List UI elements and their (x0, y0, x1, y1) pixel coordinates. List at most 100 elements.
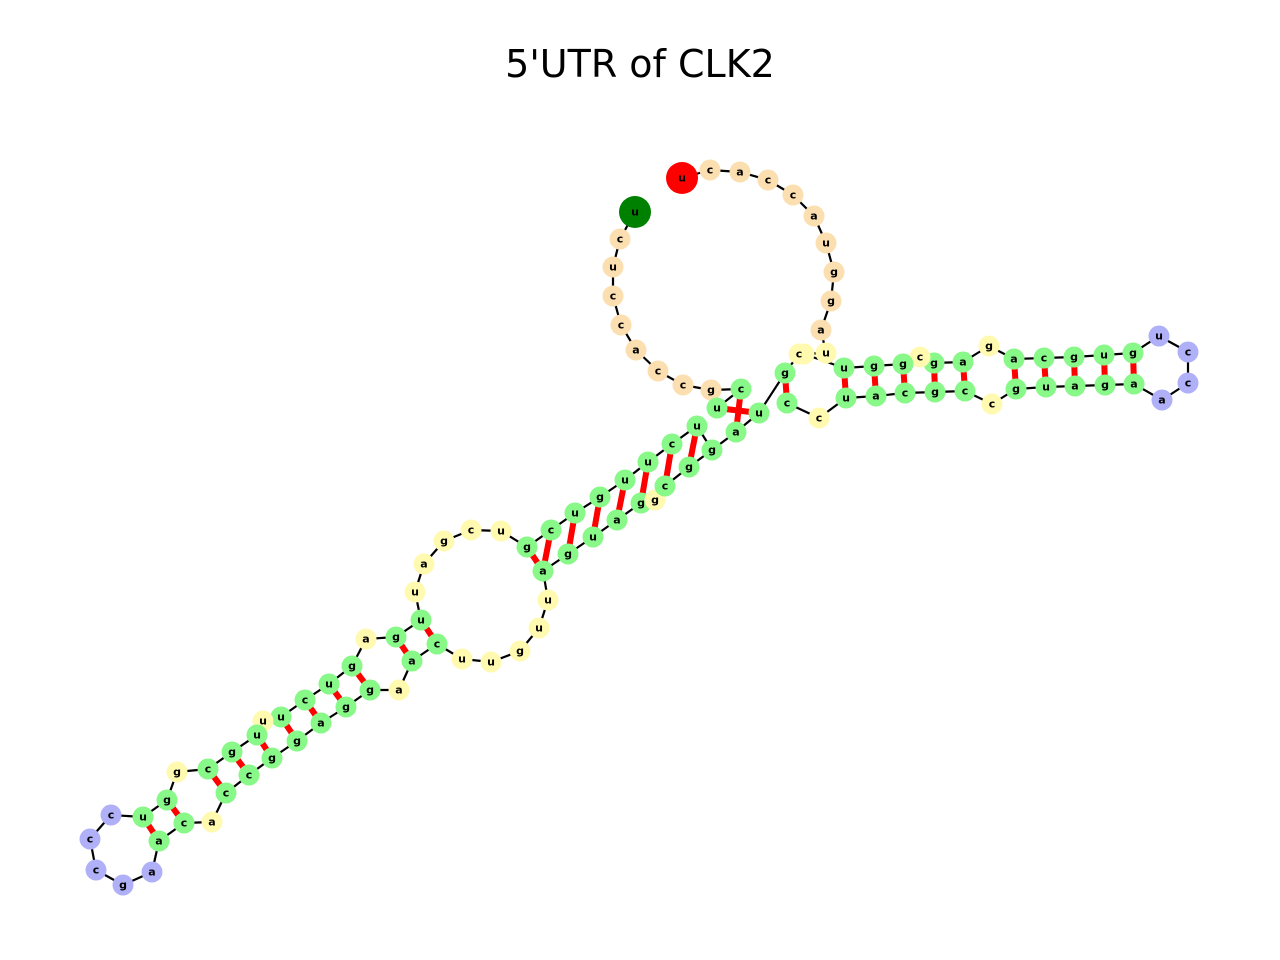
nucleotide-letter: g (119, 879, 127, 892)
nucleotide-letter: g (342, 701, 350, 714)
nucleotide-g: g (261, 747, 283, 769)
nucleotide-c: c (602, 285, 624, 307)
nucleotide-u: u (132, 806, 154, 828)
nucleotide-letter: u (842, 392, 850, 405)
nucleotide-g: g (221, 741, 243, 763)
nucleotide-letter: a (148, 866, 155, 879)
nucleotide-marker (341, 655, 363, 677)
nucleotide-marker (1064, 375, 1086, 397)
nucleotide-a: a (1064, 375, 1086, 397)
nucleotide-letter: a (736, 166, 743, 179)
nucleotide-letter: a (959, 356, 966, 369)
nucleotide-letter: u (589, 531, 597, 544)
nucleotide-letter: u (693, 420, 701, 433)
nucleotide-letter: a (1130, 378, 1137, 391)
nucleotide-letter: u (458, 653, 466, 666)
nucleotide-marker (609, 228, 631, 250)
nucleotide-letter: g (781, 367, 789, 380)
nucleotide-g: g (516, 536, 538, 558)
nucleotide-marker (833, 357, 855, 379)
nucleotide-marker (433, 530, 455, 552)
nucleotide-u: u (246, 724, 268, 746)
nucleotide-g: g (1005, 378, 1027, 400)
nucleotide-marker (606, 509, 628, 531)
nucleotide-marker (582, 526, 604, 548)
nucleotide-marker (637, 451, 659, 473)
nucleotide-c: c (100, 804, 122, 826)
nucleotide-letter: g (651, 494, 659, 507)
nucleotide-a: a (310, 712, 332, 734)
nucleotide-marker (238, 764, 260, 786)
nucleotide-letter: a (539, 565, 546, 578)
nucleotide-marker (699, 159, 721, 181)
nucleotide-marker (892, 353, 914, 375)
nucleotide-letter: c (796, 348, 803, 361)
nucleotide-letter: u (253, 729, 261, 742)
nucleotide-c: c (1177, 372, 1199, 394)
nucleotide-letter: u (1155, 330, 1163, 343)
nucleotide-u: u (1035, 376, 1057, 398)
nucleotide-marker (602, 256, 624, 278)
nucleotide-letter: g (685, 461, 693, 474)
nucleotide-marker (410, 609, 432, 631)
nucleotide-letter: a (1010, 353, 1017, 366)
nucleotide-marker (388, 679, 410, 701)
nucleotide-c: c (426, 633, 448, 655)
nucleotide-marker (820, 290, 842, 312)
nucleotide-c: c (610, 314, 632, 336)
nucleotide-u: u (748, 402, 770, 424)
nucleotide-marker (666, 162, 698, 194)
nucleotide-a: a (401, 650, 423, 672)
nucleotide-u: u (666, 162, 698, 194)
nucleotide-g: g (678, 456, 700, 478)
nucleotide-marker (619, 196, 651, 228)
nucleotide-marker (654, 475, 676, 497)
nucleotide-letter: a (395, 684, 402, 697)
nucleotide-marker (148, 830, 170, 852)
nucleotide-marker (774, 362, 796, 384)
nucleotide-marker (701, 439, 723, 461)
nucleotide-letter: c (1185, 346, 1192, 359)
nucleotide-marker (540, 519, 562, 541)
nucleotide-marker (894, 382, 916, 404)
nucleotide-u: u (833, 357, 855, 379)
nucleotide-u: u (637, 451, 659, 473)
nucleotide-g: g (924, 381, 946, 403)
nucleotide-marker (528, 617, 550, 639)
nucleotide-letter: u (571, 507, 579, 520)
nucleotide-c: c (1177, 341, 1199, 363)
nucleotide-letter: u (417, 614, 425, 627)
nucleotide-letter: u (621, 474, 629, 487)
nucleotide-letter: c (246, 769, 253, 782)
nucleotide-g: g (774, 362, 796, 384)
nucleotide-letter: g (268, 752, 276, 765)
nucleotide-letter: g (637, 497, 645, 510)
nucleotide-letter: u (1042, 381, 1050, 394)
nucleotide-marker (678, 456, 700, 478)
nucleotide-marker (1033, 347, 1055, 369)
nucleotide-letter: c (669, 438, 676, 451)
nucleotide-marker (1094, 374, 1116, 396)
nucleotide-letter: c (655, 365, 662, 378)
nucleotide-marker (1177, 372, 1199, 394)
nucleotide-letter: g (348, 660, 356, 673)
nucleotide-marker (730, 378, 752, 400)
nucleotide-u: u (270, 706, 292, 728)
nucleotide-marker (602, 285, 624, 307)
nucleotide-letter: c (618, 319, 625, 332)
nucleotide-marker (810, 319, 832, 341)
nucleotide-letter: u (1100, 349, 1108, 362)
nucleotide-letter: u (497, 525, 505, 538)
nucleotide-letter: u (411, 586, 419, 599)
nucleotide-u: u (582, 526, 604, 548)
nucleotide-marker (614, 469, 636, 491)
nucleotide-c: c (85, 859, 107, 881)
nucleotide-marker (589, 486, 611, 508)
nucleotide-marker (79, 828, 101, 850)
nucleotide-marker (706, 397, 728, 419)
nucleotide-g: g (166, 761, 188, 783)
nucleotide-letter: g (366, 684, 374, 697)
nucleotide-letter: u (544, 594, 552, 607)
nucleotide-marker (310, 712, 332, 734)
